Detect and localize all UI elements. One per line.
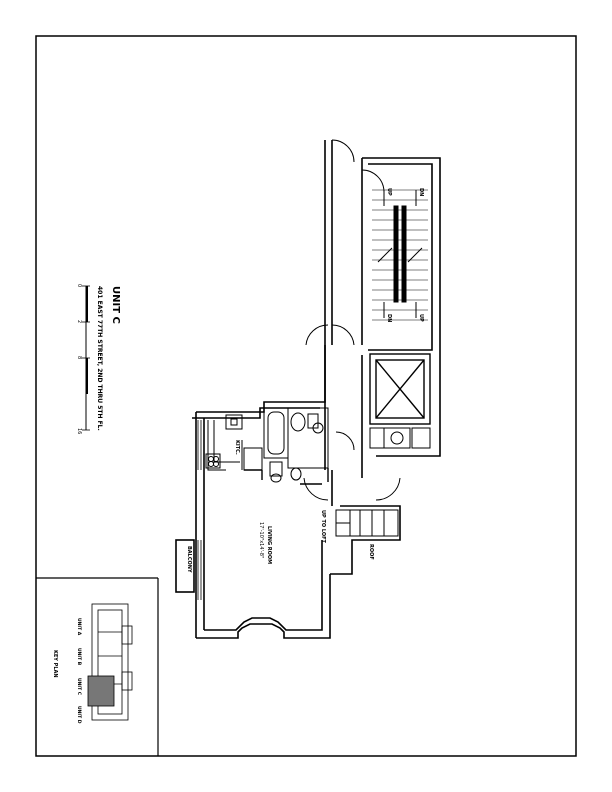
title-block: UNIT C 401 EAST 77TH STREET, 2ND THRU 5T… — [96, 286, 121, 431]
window-marks — [197, 420, 202, 600]
key-plan-drawing — [87, 603, 133, 721]
living-room-dims: 17'-10"x14'-8" — [258, 522, 264, 558]
stairwell — [362, 157, 441, 457]
room-labels: LIVING ROOM 17'-10"x14'-8" KITC. BALCONY… — [186, 440, 374, 573]
kitchen-counters — [205, 414, 263, 471]
key-plan-unit-c: UNIT C — [76, 678, 82, 696]
stair-up-top: UP — [386, 188, 392, 196]
balcony-label: BALCONY — [186, 546, 192, 573]
graphic-scale: 0 2 8 16 — [76, 284, 90, 434]
stair-rails — [377, 190, 423, 318]
kitchen-label: KITC. — [234, 440, 240, 455]
elevator — [369, 353, 431, 425]
address-text: 401 EAST 77TH STREET, 2ND THRU 5TH FL. — [96, 286, 103, 431]
exterior-walls — [192, 345, 401, 639]
key-plan-unit-a: UNIT A — [76, 618, 82, 636]
stair-down-bottom: DN — [386, 314, 392, 322]
sheet-border — [35, 35, 577, 757]
living-room-label: LIVING ROOM — [266, 526, 272, 564]
floor-plan — [175, 139, 441, 639]
scale-tick-0: 0 — [76, 284, 82, 287]
balcony — [175, 539, 195, 593]
scale-tick-8: 8 — [76, 356, 82, 359]
up-to-loft-label: UP TO LOFT — [320, 510, 326, 544]
stair-up-bottom: UP — [418, 314, 424, 322]
key-plan-unit-c-highlight — [87, 675, 115, 707]
interior-partitions — [244, 468, 329, 485]
stair-treads — [372, 189, 428, 321]
key-plan-title: KEY PLAN — [52, 650, 58, 678]
unit-title: UNIT C — [110, 286, 121, 324]
key-plan-unit-d: UNIT D — [76, 706, 82, 724]
key-plan: KEY PLAN UNIT A UNIT B UNIT C UNIT D — [52, 603, 133, 724]
scale-tick-16: 16 — [76, 428, 82, 434]
bathroom — [263, 407, 329, 483]
corridor-walls — [324, 140, 363, 506]
key-plan-box — [36, 577, 159, 756]
utility-rooms — [369, 427, 431, 449]
stair-down-top: DN — [418, 188, 424, 196]
key-plan-unit-b: UNIT B — [76, 648, 82, 666]
stair-labels: UP DN DN UP — [386, 188, 424, 322]
door-swings — [303, 139, 401, 501]
loft-stair — [335, 509, 399, 537]
scale-tick-2: 2 — [76, 320, 82, 323]
roof-label: ROOF — [368, 544, 374, 560]
